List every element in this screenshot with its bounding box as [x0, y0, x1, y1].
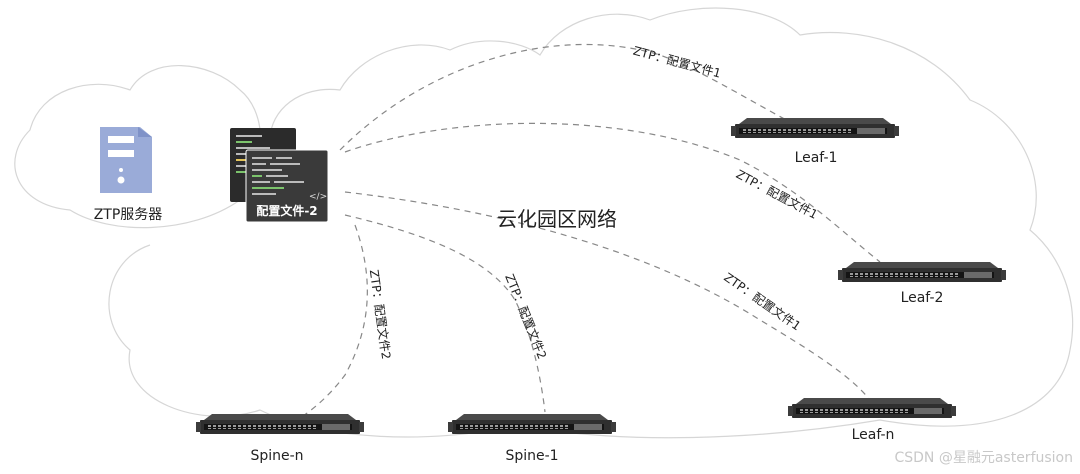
- link-leafn: [344, 191, 871, 401]
- server-icon: [100, 127, 152, 193]
- watermark: CSDN @星融元asterfusion: [894, 450, 1073, 466]
- link-label-leafn: ZTP：配置文件1: [721, 269, 804, 333]
- link-leaf1: [339, 43, 791, 151]
- network-title: 云化园区网络: [497, 207, 617, 231]
- switch-icon-spine1: [448, 414, 616, 434]
- device-label-leafn: Leaf-n: [852, 427, 895, 443]
- device-label-spinen: Spine-n: [250, 448, 303, 464]
- link-label-spinen: ZTP：配置文件2: [367, 269, 394, 361]
- switch-icon-spinen: [196, 414, 364, 434]
- device-label-leaf2: Leaf-2: [901, 290, 944, 306]
- link-leaf2: [344, 122, 881, 263]
- switch-icon-leaf1: [731, 118, 899, 138]
- config-file-label: 配置文件-2: [256, 203, 317, 218]
- connection-lines: [299, 43, 881, 419]
- device-label-spine1: Spine-1: [505, 448, 558, 464]
- server-label: ZTP服务器: [94, 207, 163, 223]
- config-file-icon: [230, 128, 329, 223]
- device-label-leaf1: Leaf-1: [795, 150, 838, 166]
- link-label-leaf1: ZTP：配置文件1: [632, 43, 723, 81]
- link-spine1: [344, 214, 546, 413]
- link-label-spine1: ZTP：配置文件2: [502, 272, 550, 361]
- switch-icon-leaf2: [838, 262, 1006, 282]
- link-spinen: [299, 224, 368, 419]
- link-label-leaf2: ZTP：配置文件1: [734, 166, 821, 222]
- code-glyph: </>: [309, 192, 327, 202]
- switch-icon-leafn: [788, 398, 956, 418]
